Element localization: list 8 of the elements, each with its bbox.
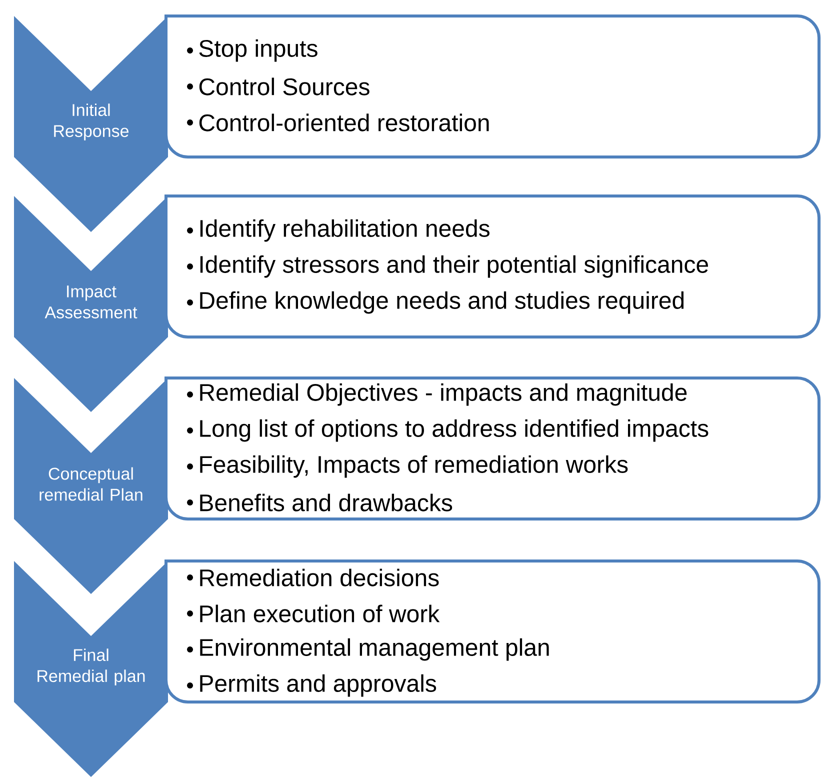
step-banner: Initial Response [14, 16, 168, 232]
text-box: Stop inputs Control Sources Control-oriented restoration [164, 14, 820, 158]
text-box: Identify rehabilitation needs Identify stressors and their potential significance Define knowledge needs and studies required [164, 194, 820, 338]
step-banner: Final Remedial plan [14, 561, 168, 777]
text-box: Remediation decisions Plan execution of work Environmental management plan Permits and approvals [164, 560, 820, 704]
step-banner: Conceptual remedial Plan [14, 378, 168, 594]
step-banner: Impact Assessment [14, 196, 168, 412]
text-box: Remedial Objectives - impacts and magnitude Long list of options to address identified impacts Feasibility, Impacts of remediation works Benefits and drawbacks [164, 376, 820, 520]
